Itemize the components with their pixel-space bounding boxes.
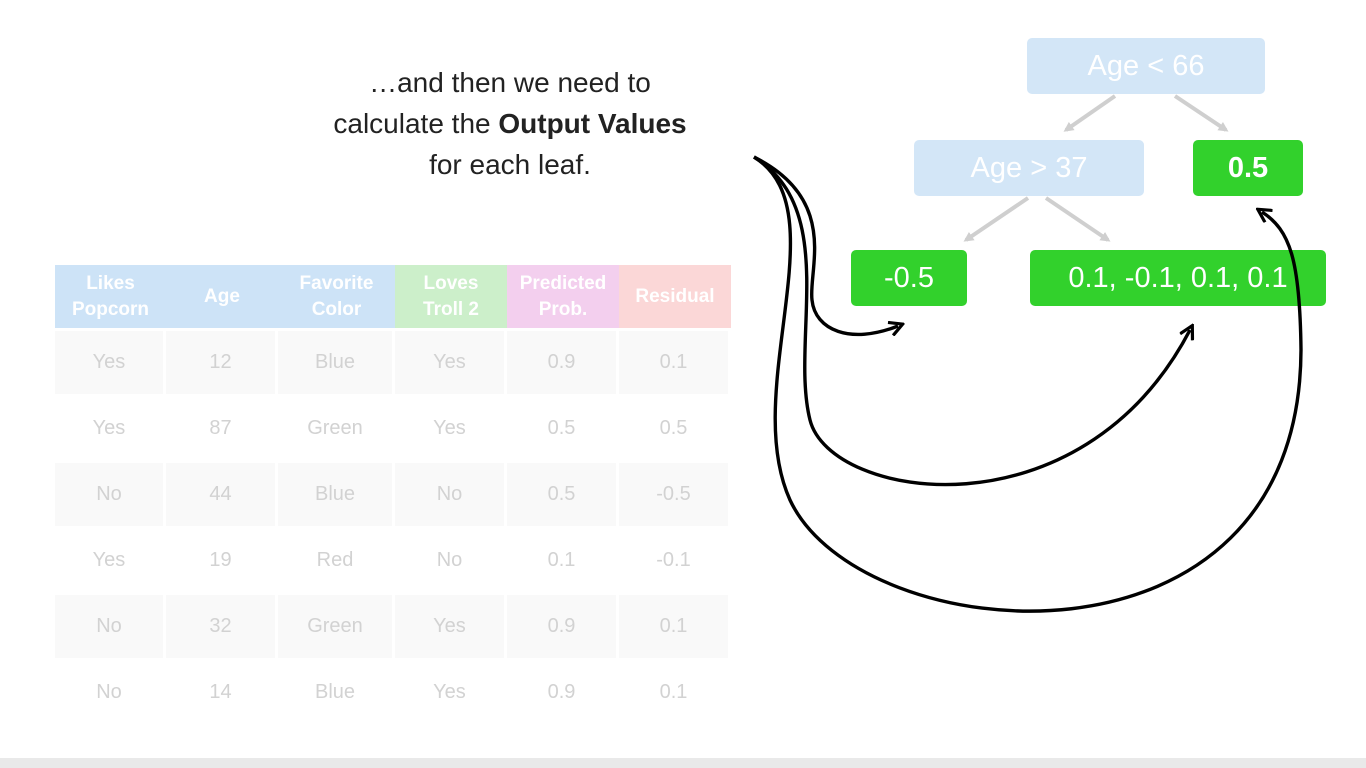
header-text: Favorite — [299, 272, 374, 294]
table-row: No 14 Blue Yes 0.9 0.1 — [55, 658, 731, 724]
table-row: No 32 Green Yes 0.9 0.1 — [55, 592, 731, 658]
table-cell: No — [395, 526, 507, 592]
table-cell: -0.1 — [619, 526, 731, 592]
table-cell: Yes — [395, 328, 507, 394]
table-cell: 0.5 — [507, 460, 619, 526]
header-age: Age — [166, 265, 278, 328]
table-cell: Green — [278, 394, 395, 460]
table-cell: 0.9 — [507, 592, 619, 658]
header-text: Popcorn — [71, 298, 150, 320]
table-cell: 32 — [166, 592, 278, 658]
caption-text: …and then we need to calculate the Outpu… — [250, 62, 770, 185]
table-row: No 44 Blue No 0.5 -0.5 — [55, 460, 731, 526]
tree-leaf-right: 0.5 — [1193, 140, 1303, 196]
table-row: Yes 12 Blue Yes 0.9 0.1 — [55, 328, 731, 394]
table-cell: Blue — [278, 460, 395, 526]
caption-line-1: …and then we need to — [369, 67, 651, 98]
table-cell: No — [55, 658, 166, 724]
table-row: Yes 19 Red No 0.1 -0.1 — [55, 526, 731, 592]
caption-line-2: calculate the Output Values — [250, 103, 770, 144]
table-cell: 87 — [166, 394, 278, 460]
table-cell: 0.1 — [507, 526, 619, 592]
caption-line-2-text: calculate the — [333, 108, 499, 139]
header-text: Age — [204, 285, 240, 307]
header-text: Residual — [635, 285, 715, 307]
table-cell: -0.5 — [619, 460, 731, 526]
tree-arrow-inner-right — [1044, 196, 1111, 242]
curve-arrow-to-middle-leaf — [753, 155, 1190, 487]
table-cell: Blue — [278, 328, 395, 394]
curve-arrow-to-left-leaf — [753, 155, 898, 334]
table-cell: No — [395, 460, 507, 526]
table-cell: Yes — [395, 592, 507, 658]
table-cell: Yes — [395, 658, 507, 724]
table-cell: Yes — [55, 328, 166, 394]
header-text: Color — [311, 298, 362, 320]
table-cell: 19 — [166, 526, 278, 592]
table-cell: Blue — [278, 658, 395, 724]
header-text: Prob. — [538, 298, 588, 320]
table-cell: Yes — [395, 394, 507, 460]
header-text: Troll 2 — [423, 298, 479, 320]
table-cell: 0.9 — [507, 658, 619, 724]
table-cell: 0.9 — [507, 328, 619, 394]
curve-arrow-to-right-leaf — [753, 155, 1303, 613]
table-cell: 0.5 — [507, 394, 619, 460]
output-values-emphasis: Output Values — [498, 108, 687, 139]
table-cell: 0.1 — [619, 592, 731, 658]
bottom-bar — [0, 758, 1366, 768]
caption-line-3: for each leaf. — [429, 149, 591, 180]
table-cell: 0.1 — [619, 658, 731, 724]
table-cell: Yes — [55, 526, 166, 592]
tree-arrow-root-left — [1063, 94, 1117, 132]
table-cell: 44 — [166, 460, 278, 526]
header-text: Predicted — [519, 272, 607, 294]
tree-leaf-middle: 0.1, -0.1, 0.1, 0.1 — [1030, 250, 1326, 306]
table-cell: 12 — [166, 328, 278, 394]
header-residual: Residual — [619, 265, 731, 328]
table-cell: 0.5 — [619, 394, 731, 460]
tree-leaf-left: -0.5 — [851, 250, 967, 306]
header-text: Loves — [423, 272, 479, 294]
tree-arrow-root-right — [1173, 94, 1229, 132]
table-cell: 14 — [166, 658, 278, 724]
table-cell: No — [55, 592, 166, 658]
table-cell: 0.1 — [619, 328, 731, 394]
table-cell: No — [55, 460, 166, 526]
tree-node-root: Age < 66 — [1027, 38, 1265, 94]
table-cell: Yes — [55, 394, 166, 460]
table-cell: Green — [278, 592, 395, 658]
table-row: Yes 87 Green Yes 0.5 0.5 — [55, 394, 731, 460]
table-cell: Red — [278, 526, 395, 592]
tree-node-inner: Age > 37 — [914, 140, 1144, 196]
header-text: Likes — [86, 272, 135, 294]
tree-arrow-inner-left — [963, 196, 1030, 242]
